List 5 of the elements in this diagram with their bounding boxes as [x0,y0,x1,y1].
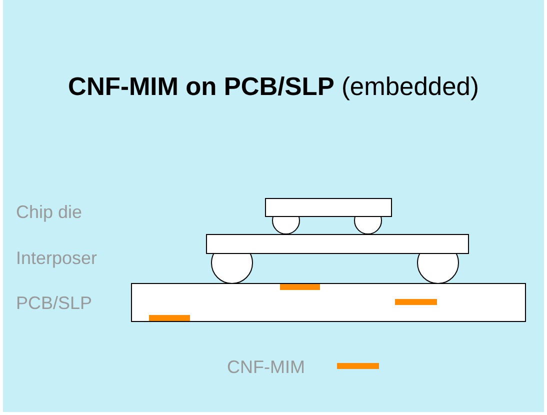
title: CNF-MIM on PCB/SLP (embedded) [67,72,480,102]
layer-label: Interposer [16,247,98,269]
layer-label: Chip die [16,201,82,223]
layer-label: PCB/SLP [16,292,92,314]
legend-label: CNF-MIM [227,356,305,378]
